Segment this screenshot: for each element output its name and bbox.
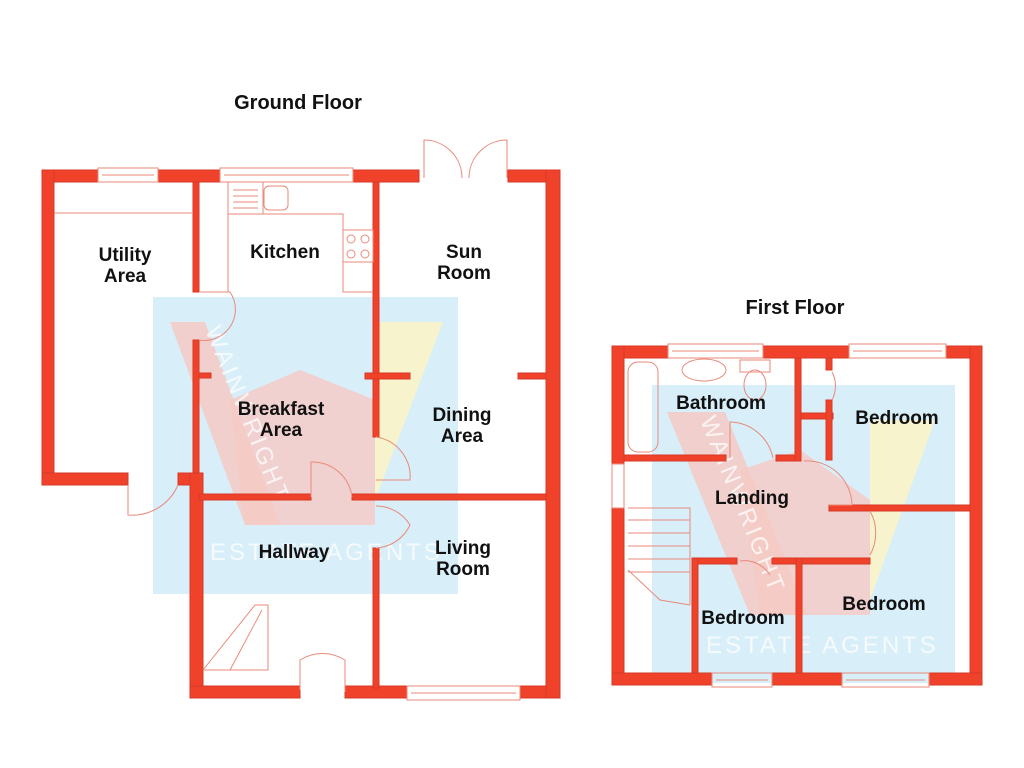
room-dining-line2: Area xyxy=(441,426,484,447)
ground-fixtures xyxy=(54,139,521,701)
room-utility-line1: Utility xyxy=(99,245,152,266)
first-floor-title: First Floor xyxy=(746,297,845,319)
watermark-ground: ESTATE AGENTS WAINWRIGHT xyxy=(153,297,458,594)
room-breakfast-line2: Area xyxy=(260,420,303,441)
room-sun-line2: Room xyxy=(437,263,491,284)
ground-room-labels: Utility Area Kitchen Sun Room Breakfast … xyxy=(99,242,492,580)
room-living-line2: Room xyxy=(436,559,490,580)
room-bathroom: Bathroom xyxy=(676,393,766,414)
room-hallway: Hallway xyxy=(259,542,330,563)
room-dining-line1: Dining xyxy=(432,405,491,426)
ground-floor: Ground Floor ESTATE AGENTS WAINWRIGHT xyxy=(41,92,561,701)
watermark-tagline-first: ESTATE AGENTS xyxy=(706,632,939,659)
ground-floor-title: Ground Floor xyxy=(234,92,362,114)
room-landing: Landing xyxy=(715,488,789,509)
first-fixtures xyxy=(611,343,947,688)
room-utility-line2: Area xyxy=(104,266,147,287)
room-bedroom-3: Bedroom xyxy=(701,608,784,629)
first-walls xyxy=(611,345,983,686)
ground-walls xyxy=(41,169,561,699)
room-bedroom-1: Bedroom xyxy=(855,408,938,429)
first-room-labels: Bathroom Bedroom Landing Bedroom Bedroom xyxy=(676,393,939,629)
room-breakfast-line1: Breakfast xyxy=(238,399,325,420)
room-kitchen: Kitchen xyxy=(250,242,320,263)
first-floor: First Floor ESTATE AGENTS WAINWRIGHT xyxy=(611,297,983,688)
watermark-tagline: ESTATE AGENTS xyxy=(210,539,443,566)
room-sun-line1: Sun xyxy=(446,242,482,263)
room-bedroom-2: Bedroom xyxy=(842,594,925,615)
room-living-line1: Living xyxy=(435,538,491,559)
